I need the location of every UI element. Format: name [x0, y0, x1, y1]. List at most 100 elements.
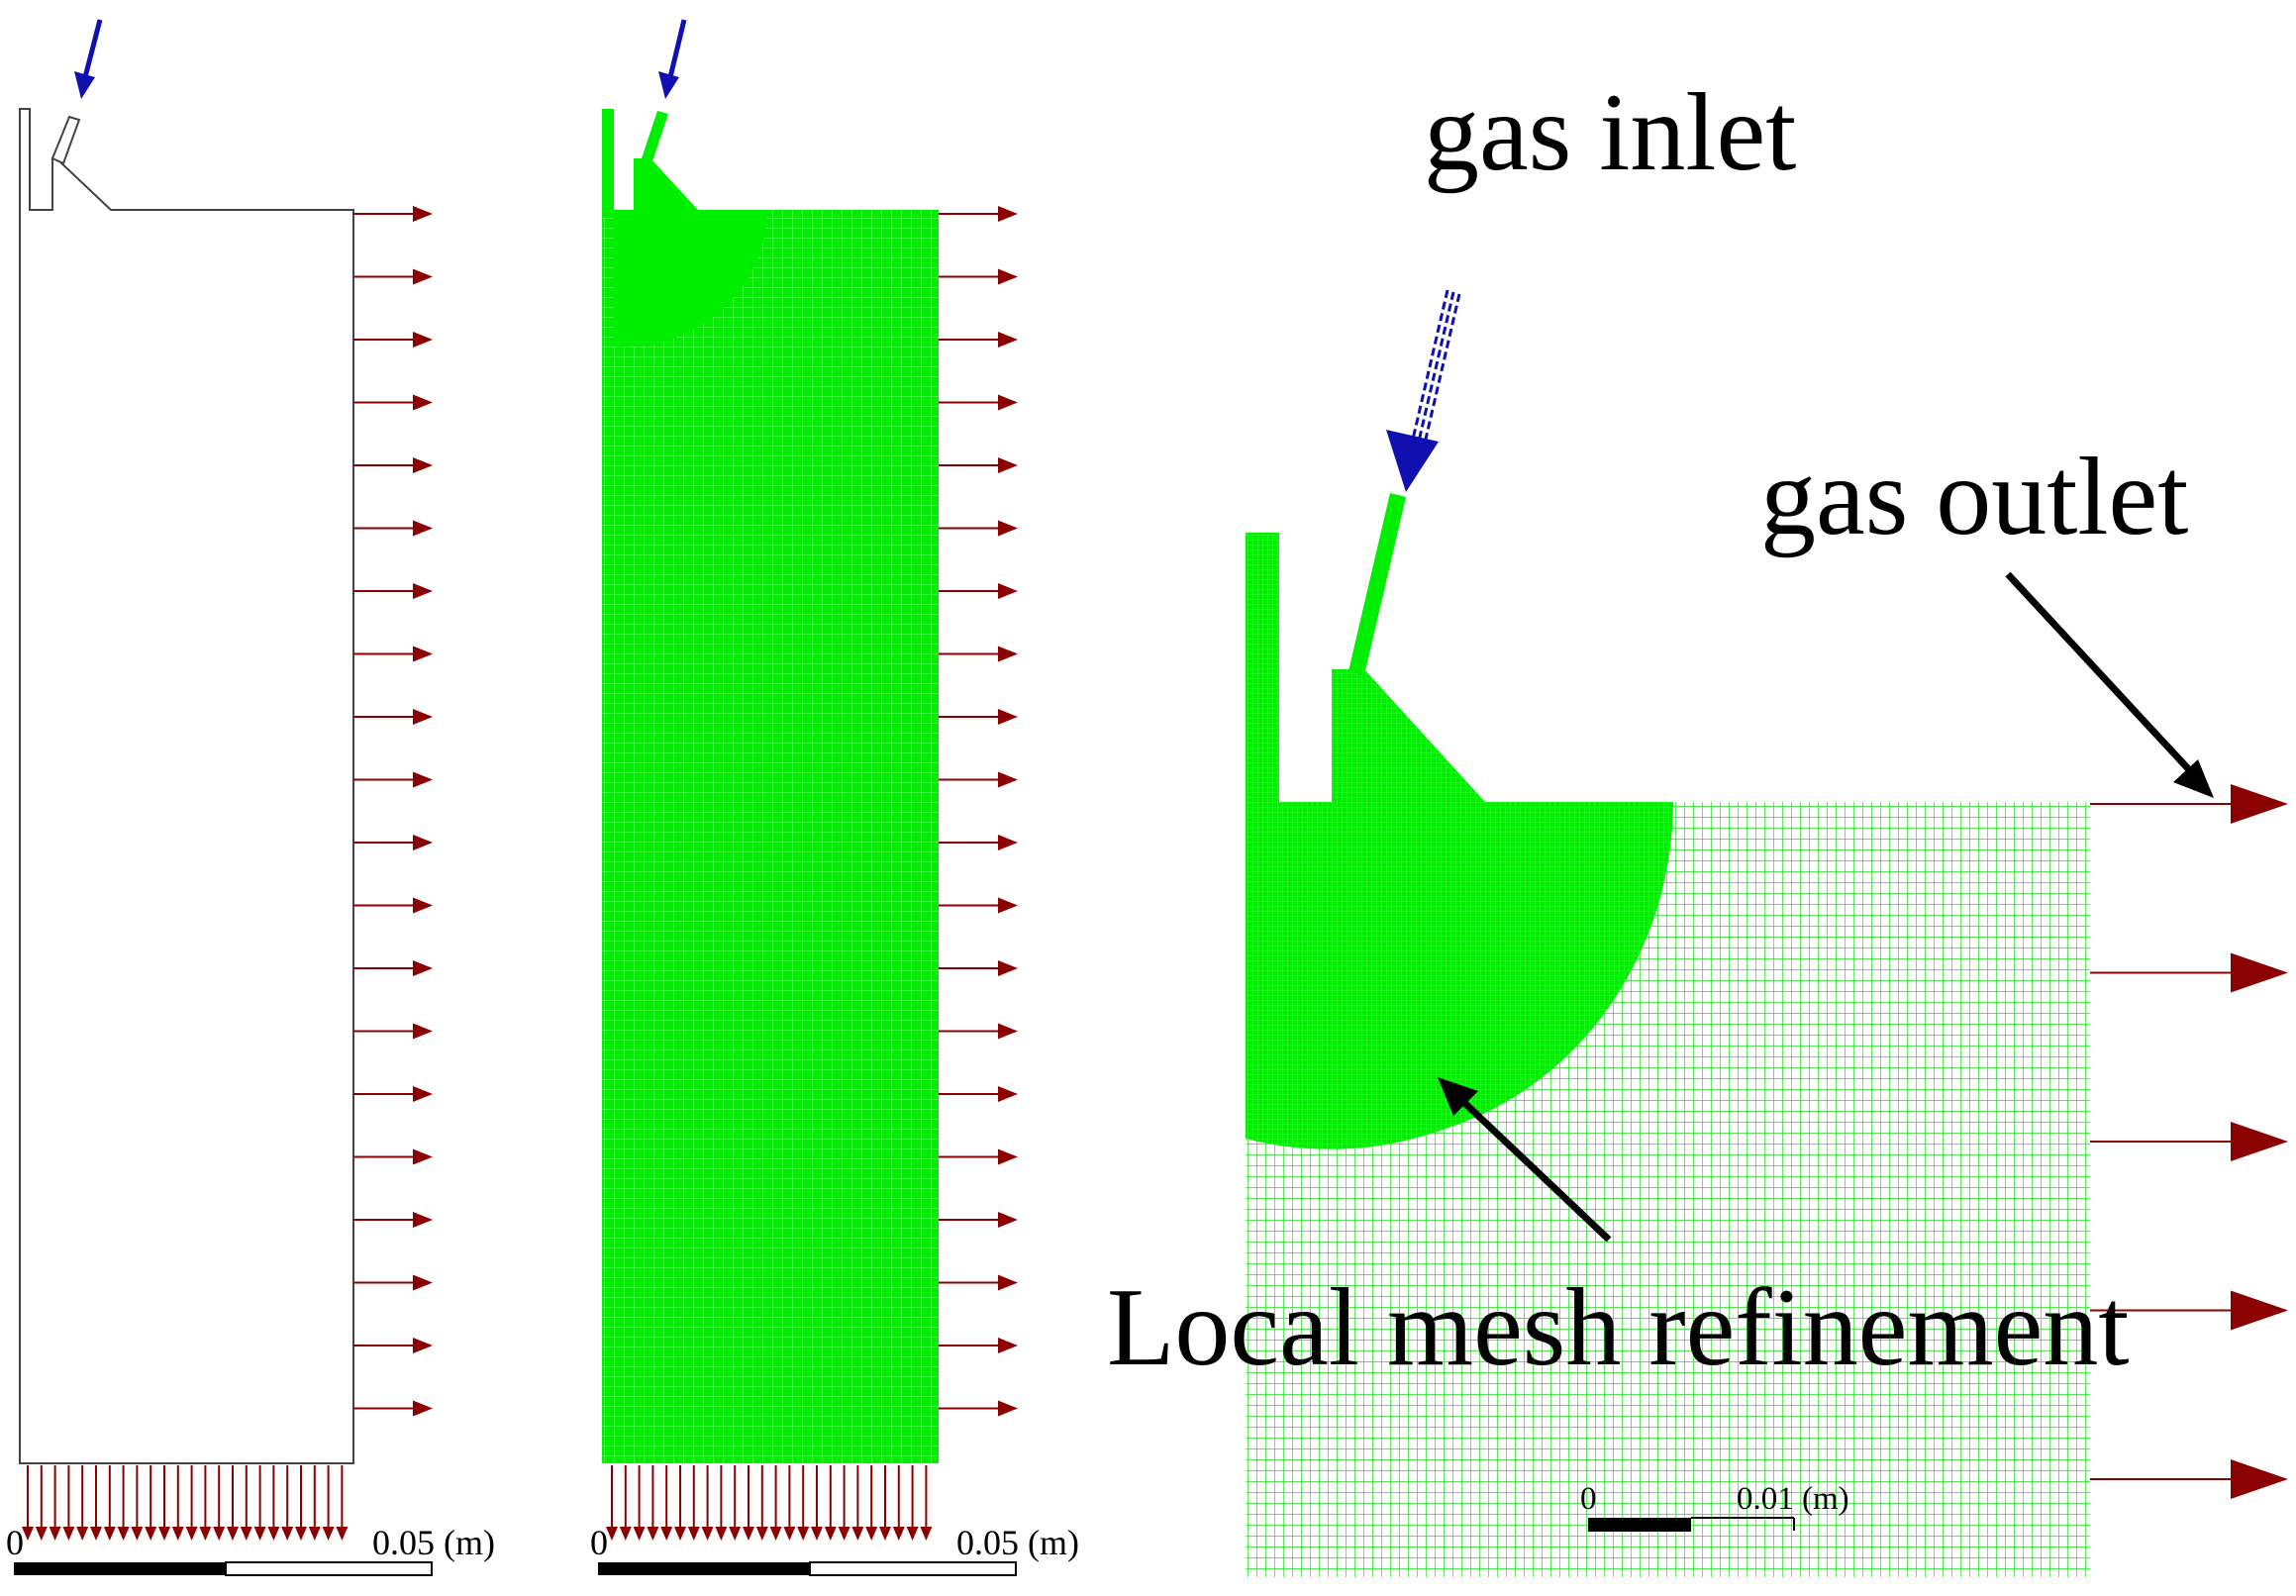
bottom-arrow [295, 1465, 307, 1541]
bottom-arrows [606, 1465, 933, 1541]
bottom-arrows [22, 1465, 349, 1541]
domain-outline [19, 108, 354, 1464]
scale-end-left: 0.05 (m) [372, 1523, 495, 1562]
bottom-arrow [851, 1465, 864, 1541]
outlet-arrow [939, 835, 1018, 850]
scale-zero-right: 0 [1580, 1481, 1597, 1517]
bottom-arrow [783, 1465, 796, 1541]
inlet-arrow [658, 19, 687, 99]
outlet-arrow [939, 709, 1018, 725]
outlet-arrows [353, 206, 433, 1417]
bottom-arrow [185, 1465, 198, 1541]
scale-bar-white [809, 1561, 1017, 1576]
scale-zero-left: 0 [6, 1523, 24, 1562]
bottom-arrow [619, 1465, 632, 1541]
outlet-arrow [353, 206, 433, 222]
bottom-arrow [308, 1465, 321, 1541]
scale-bar-white [225, 1561, 433, 1576]
outlet-arrow [939, 457, 1018, 473]
outlet-arrow [2090, 952, 2288, 993]
outlet-arrow [353, 1338, 433, 1353]
outlet-arrow [939, 520, 1018, 537]
bottom-arrow [131, 1465, 144, 1541]
outlet-arrow [353, 709, 433, 725]
inlet-arrow [74, 19, 103, 99]
scale-bar-black [598, 1562, 810, 1575]
mesh-left-wall [602, 109, 614, 218]
pointer-arrow-outlet [2005, 571, 2214, 798]
mesh-nozzle [1348, 493, 1406, 675]
bottom-arrow [838, 1465, 850, 1541]
outlet-arrow [939, 1338, 1018, 1353]
bottom-arrow [606, 1465, 618, 1541]
mesh-refinement-zone [1246, 802, 1673, 1149]
outlet-arrows [939, 206, 1018, 1417]
bottom-arrow [117, 1465, 130, 1541]
outlet-arrow [353, 771, 433, 788]
outlet-arrow [939, 1086, 1018, 1102]
pointer-arrow-refinement [1438, 1077, 1612, 1243]
bottom-arrow [660, 1465, 673, 1541]
outlet-arrow [353, 1212, 433, 1228]
outlet-arrow [353, 646, 433, 662]
bottom-arrow [49, 1465, 61, 1541]
bottom-arrow [674, 1465, 686, 1541]
bottom-arrow [743, 1465, 754, 1541]
outlet-arrow [939, 1212, 1018, 1228]
outlet-arrow [2090, 1459, 2288, 1499]
inlet-arrow [1386, 289, 1461, 492]
mesh-column [602, 210, 939, 1463]
bottom-arrow [267, 1465, 280, 1541]
bottom-arrow [90, 1465, 102, 1541]
mesh-hopper [634, 158, 698, 210]
bottom-arrow [336, 1465, 349, 1541]
outlet-arrow [939, 771, 1018, 788]
bottom-arrow [755, 1465, 768, 1541]
outlet-arrow [353, 520, 433, 537]
bottom-arrow [879, 1465, 891, 1541]
mesh-refinement-zone [614, 210, 767, 348]
bottom-arrow [145, 1465, 157, 1541]
outlet-arrow [939, 1148, 1018, 1165]
bottom-arrow [76, 1465, 89, 1541]
outlet-arrow [939, 332, 1018, 348]
gas-outlet-label: gas outlet [1760, 436, 2189, 558]
bottom-arrow [811, 1465, 823, 1541]
outlet-arrow [2090, 1122, 2288, 1161]
outlet-arrow [939, 206, 1018, 222]
bottom-arrow [687, 1465, 700, 1541]
mesh-detail-panel [1246, 289, 2288, 1577]
mesh-overview-panel [598, 19, 1018, 1576]
bottom-arrow [920, 1465, 933, 1541]
bottom-arrow [865, 1465, 878, 1541]
outlet-arrow [353, 1023, 433, 1040]
bottom-arrow [729, 1465, 742, 1541]
bottom-arrow [824, 1465, 837, 1541]
bottom-arrow [62, 1465, 75, 1541]
bottom-arrow [253, 1465, 266, 1541]
bottom-arrow [633, 1465, 646, 1541]
geometry-outline-panel [14, 19, 433, 1576]
bottom-arrow [892, 1465, 905, 1541]
bottom-arrow [701, 1465, 714, 1541]
outlet-arrow [939, 1023, 1018, 1040]
outlet-arrow [939, 960, 1018, 976]
outlet-arrow [353, 457, 433, 473]
outlet-arrow [353, 583, 433, 599]
outlet-arrow [353, 1086, 433, 1102]
outlet-arrow [939, 1274, 1018, 1291]
inlet-nozzle [50, 115, 81, 165]
bottom-arrow [322, 1465, 335, 1541]
outlet-arrow [353, 960, 433, 976]
outlet-arrow [353, 1274, 433, 1291]
scale-zero-middle: 0 [590, 1523, 608, 1562]
bottom-arrow [199, 1465, 212, 1541]
bottom-arrow [715, 1465, 728, 1541]
outlet-arrows [2090, 784, 2288, 1499]
outlet-arrow [939, 1400, 1018, 1417]
local-mesh-refinement-label: Local mesh refinement [1107, 1266, 2130, 1389]
bottom-arrow [227, 1465, 239, 1541]
outlet-arrow [353, 835, 433, 850]
outlet-arrow [353, 897, 433, 914]
